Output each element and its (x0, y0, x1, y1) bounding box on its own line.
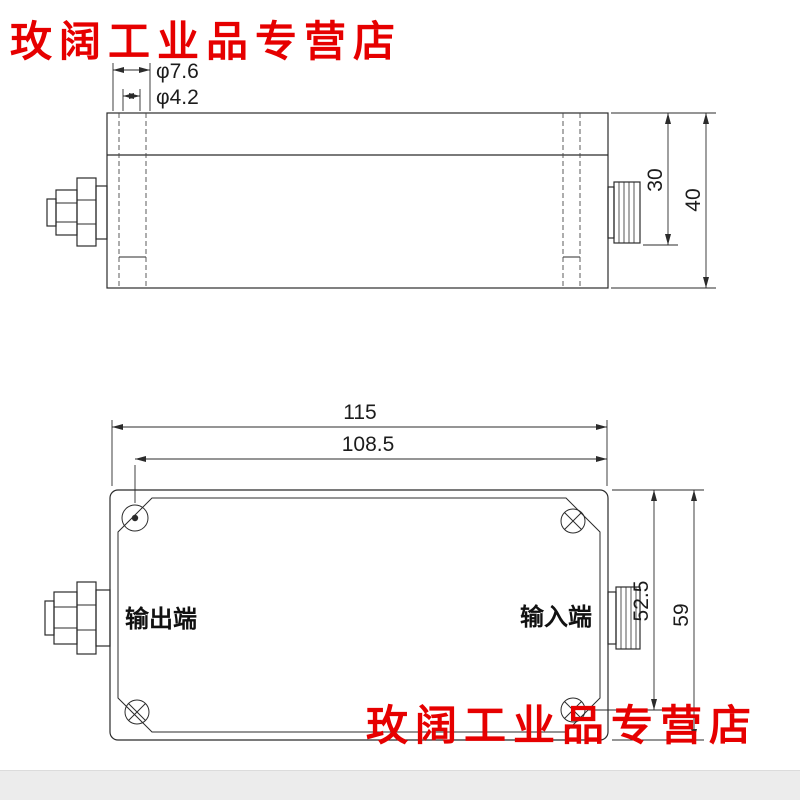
screw-hole-top-right (560, 508, 586, 534)
dim-overall-length: 115 (343, 401, 376, 424)
store-watermark-bottom: 玫阔工业品专营店 (366, 704, 759, 750)
dim-edge-to-hole-height: 52.5 (630, 581, 653, 622)
side-height-dimensions (611, 112, 716, 289)
mounting-holes (121, 504, 586, 725)
mounting-hole-top-left (121, 504, 149, 532)
cable-gland-plan (44, 581, 111, 655)
page-bottom-strip (0, 770, 800, 800)
plan-height-dimensions (587, 489, 704, 741)
dim-overall-height: 59 (670, 603, 693, 626)
store-watermark-top: 玫阔工业品专营店 (10, 20, 403, 66)
dim-hole-inner-dia: φ4.2 (156, 86, 199, 109)
threaded-connector-plan (607, 586, 641, 650)
dim-connector-height: 30 (644, 168, 667, 191)
screw-hole-bottom-right (560, 697, 586, 723)
threaded-connector-side (607, 181, 641, 244)
side-view-enclosure-outline (106, 112, 609, 289)
dim-hole-outer-dia: φ7.6 (156, 60, 199, 83)
hole-dimensions (112, 63, 151, 111)
screw-hole-bottom-left (124, 699, 150, 725)
input-port-label: 输入端 (520, 603, 592, 631)
plan-width-dimensions (111, 420, 608, 503)
output-port-label: 输出端 (125, 605, 197, 633)
plan-view: 输出端 输入端 115 108.5 52.5 59 (44, 401, 704, 741)
dim-total-height: 40 (682, 188, 705, 211)
hidden-hole-lines (118, 113, 581, 288)
cable-gland-side (46, 177, 108, 247)
dim-hole-to-edge-length: 108.5 (342, 433, 395, 456)
side-view: φ7.6 φ4.2 30 40 (46, 60, 716, 289)
